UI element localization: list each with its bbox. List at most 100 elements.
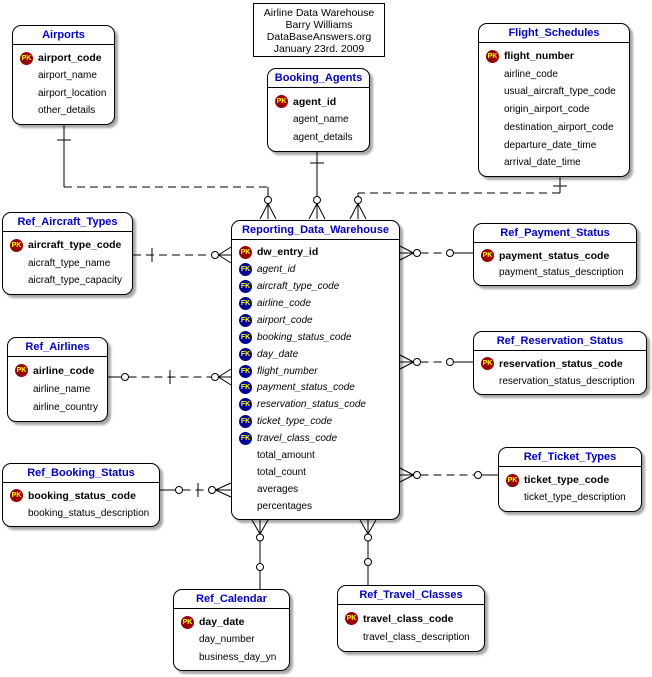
field-name: dw_entry_id — [257, 246, 319, 259]
field-name: other_details — [38, 105, 96, 117]
field-name: ticket_type_description — [524, 492, 626, 504]
field-name: total_amount — [257, 450, 315, 462]
diagram-note: Airline Data Warehouse Barry Williams Da… — [253, 3, 385, 57]
field-name: percentages — [257, 501, 313, 512]
field-row: total_count — [232, 466, 399, 479]
entity-title: Ref_Ticket_Types — [499, 448, 641, 467]
rel-ref-ticket-types-warehouse — [399, 467, 498, 483]
rel-ref-airlines-warehouse — [108, 368, 232, 386]
fk-icon: FK — [239, 313, 252, 327]
badge-spacer — [10, 257, 23, 270]
fk-icon: FK — [239, 296, 252, 310]
pk-icon: PK — [486, 49, 499, 63]
field-name: airline_country — [33, 401, 99, 413]
field-name: averages — [257, 484, 299, 496]
field-name: agent_details — [293, 132, 353, 143]
badge-spacer — [239, 500, 252, 513]
entity-title: Ref_Airlines — [8, 338, 107, 357]
field-name: travel_class_description — [363, 631, 470, 643]
badge-spacer — [239, 483, 252, 496]
field-row: FK agent_id — [232, 262, 399, 276]
fk-icon: FK — [239, 381, 252, 395]
entity-title: Ref_Calendar — [174, 590, 289, 609]
field-row: agent_name — [268, 113, 369, 126]
pk-icon: PK — [275, 95, 288, 108]
note-line-site: DataBaseAnswers.org — [266, 31, 372, 43]
pk-icon: PK — [506, 473, 519, 487]
field-name: airport_code — [257, 314, 313, 326]
pk-icon: PK — [239, 245, 252, 259]
badge-spacer — [486, 121, 499, 134]
rel-ref-booking-status-warehouse — [160, 482, 232, 498]
badge-spacer — [345, 631, 358, 644]
rel-ref-aircraft-types-warehouse — [133, 246, 232, 264]
fk-icon: FK — [239, 364, 252, 378]
field-row: aicraft_type_name — [3, 257, 132, 270]
badge-spacer — [181, 633, 194, 646]
fk-icon: FK — [239, 415, 252, 429]
field-name: agent_id — [257, 263, 296, 275]
entity-title: Ref_Payment_Status — [474, 224, 636, 243]
entity-title: Flight_Schedules — [479, 24, 629, 43]
note-line-title: Airline Data Warehouse — [263, 7, 375, 19]
field-name: travel_class_code — [363, 612, 454, 625]
badge-spacer — [486, 156, 499, 169]
field-name: destination_airport_code — [504, 121, 614, 133]
field-row: airport_location — [13, 87, 114, 100]
field-name: airline_code — [33, 364, 95, 377]
field-row: payment_status_description — [474, 266, 636, 279]
field-row: airline_code — [479, 68, 629, 81]
rel-ref-reservation-status-warehouse — [399, 354, 473, 370]
badge-spacer — [275, 113, 288, 126]
entity-title: Ref_Aircraft_Types — [3, 213, 132, 232]
field-name: booking_status_description — [28, 507, 150, 519]
fk-icon: FK — [239, 262, 252, 276]
field-row: business_day_yn — [174, 651, 289, 664]
field-row: FK airport_code — [232, 313, 399, 327]
entity-title: Booking_Agents — [268, 69, 369, 88]
entity-title: Reporting_Data_Warehouse — [232, 221, 399, 240]
field-name: airport_code — [38, 52, 102, 65]
field-name: travel_class_code — [257, 433, 338, 445]
field-row: agent_details — [268, 131, 369, 144]
field-name: payment_status_code — [257, 382, 355, 394]
field-row: travel_class_description — [338, 631, 484, 644]
field-name: day_number — [199, 634, 255, 645]
fk-icon: FK — [239, 279, 252, 293]
badge-spacer — [10, 507, 23, 520]
pk-icon: PK — [10, 489, 23, 503]
fk-icon: FK — [239, 432, 252, 446]
field-row: airline_country — [8, 401, 107, 414]
entity-title: Ref_Travel_Classes — [338, 586, 484, 605]
field-name: arrival_date_time — [504, 157, 581, 169]
field-name: airport_location — [38, 87, 107, 99]
field-row: PK dw_entry_id — [232, 245, 399, 259]
pk-icon: PK — [10, 238, 23, 252]
rel-flight-schedules-warehouse — [349, 177, 567, 220]
